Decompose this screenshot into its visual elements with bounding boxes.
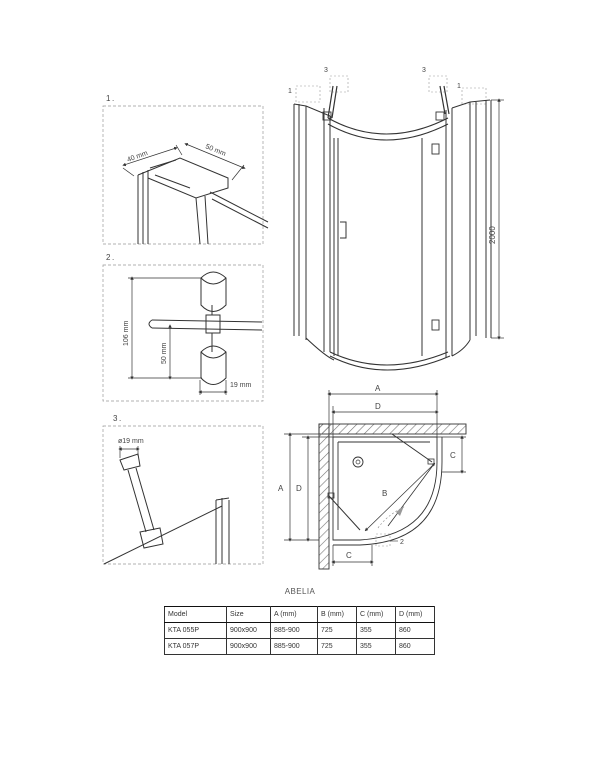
callout-1-left: 1 (288, 88, 292, 95)
spec-cell: 355 (356, 622, 396, 639)
detail-1-dim-40: 40 mm (126, 150, 149, 164)
detail-1-profile (137, 157, 269, 245)
spec-header-row: Model Size A (mm) B (mm) C (mm) D (mm) (164, 606, 435, 623)
spec-col-model: Model (164, 606, 227, 623)
detail-2-number: 2 (106, 253, 111, 262)
spec-col-b: B (mm) (317, 606, 357, 623)
svg-text:.: . (112, 253, 114, 262)
elevation-height-label: 2000 (488, 226, 497, 244)
svg-text:.: . (119, 414, 121, 423)
elevation-glass-curves (305, 117, 451, 371)
detail-2-dim-106: 106 mm (123, 321, 130, 346)
plan-label-a-left: A (278, 484, 284, 493)
detail-3-rod (103, 453, 230, 565)
spec-cell: 900x900 (226, 622, 271, 639)
detail-3-dim-19: ø19 mm (118, 438, 144, 445)
top-clamp-left (322, 111, 332, 121)
plan-label-b: B (382, 489, 387, 498)
spec-cell: 725 (317, 622, 357, 639)
plan-wall-top (318, 423, 467, 435)
plan-label-c-right: C (450, 451, 456, 460)
detail-1-frame (102, 105, 264, 245)
spec-cell: 355 (356, 638, 396, 655)
spec-cell: KTA 055P (164, 622, 227, 639)
spec-col-d: D (mm) (395, 606, 435, 623)
spec-col-a: A (mm) (270, 606, 318, 623)
plan-view: B 2 A D C A D (278, 384, 467, 570)
spec-cell: 900x900 (226, 638, 271, 655)
callout-3-right: 3 (422, 67, 426, 74)
spec-cell: 885-900 (270, 638, 318, 655)
detail-1-dim-50: 50 mm (204, 143, 227, 158)
top-clamp-right (435, 111, 445, 121)
detail-2: 2 . 106 mm 50 mm 19 mm (102, 253, 264, 402)
door-handle (340, 221, 347, 239)
spec-row: KTA 057P 900x900 885-900 725 355 860 (164, 638, 435, 655)
spec-table: Model Size A (mm) B (mm) C (mm) D (mm) K… (164, 606, 435, 655)
callout-3-left: 3 (324, 67, 328, 74)
spec-col-c: C (mm) (356, 606, 396, 623)
detail-1-number: 1 (106, 94, 111, 103)
detail-2-hinge (148, 271, 263, 385)
plan-label-c-bottom: C (346, 551, 352, 560)
detail-3-number: 3 (113, 414, 118, 423)
detail-2-frame (102, 264, 264, 402)
plan-label-a-top: A (375, 384, 381, 393)
detail-3: 3 . ø19 mm (102, 414, 264, 565)
spec-row: KTA 055P 900x900 885-900 725 355 860 (164, 622, 435, 639)
plan-label-d-left: D (296, 484, 302, 493)
plan-label-d-top: D (375, 402, 381, 411)
spec-cell: 860 (395, 638, 435, 655)
elevation-view: 1 3 3 1 (288, 67, 504, 371)
callout-1-right: 1 (457, 83, 461, 90)
detail-1: 1 . 40 mm 50 mm (102, 94, 269, 245)
spec-col-size: Size (226, 606, 271, 623)
svg-text:.: . (112, 94, 114, 103)
plan-callout-2: 2 (400, 539, 404, 546)
detail-1-dims (122, 143, 246, 181)
detail-2-dim-50: 50 mm (161, 342, 168, 364)
hinge-top (431, 143, 440, 155)
spec-cell: 725 (317, 638, 357, 655)
spec-cell: 860 (395, 622, 435, 639)
elevation-left-wall (293, 103, 331, 352)
plan-wall-left (318, 423, 330, 570)
spec-cell: KTA 057P (164, 638, 227, 655)
hinge-bottom (431, 319, 440, 331)
drain-icon (352, 456, 364, 468)
plan-tray (332, 436, 443, 546)
detail-2-dim-19: 19 mm (230, 382, 252, 389)
spec-cell: 885-900 (270, 622, 318, 639)
detail-3-frame (102, 425, 264, 565)
spec-title: ABELIA (284, 587, 316, 596)
